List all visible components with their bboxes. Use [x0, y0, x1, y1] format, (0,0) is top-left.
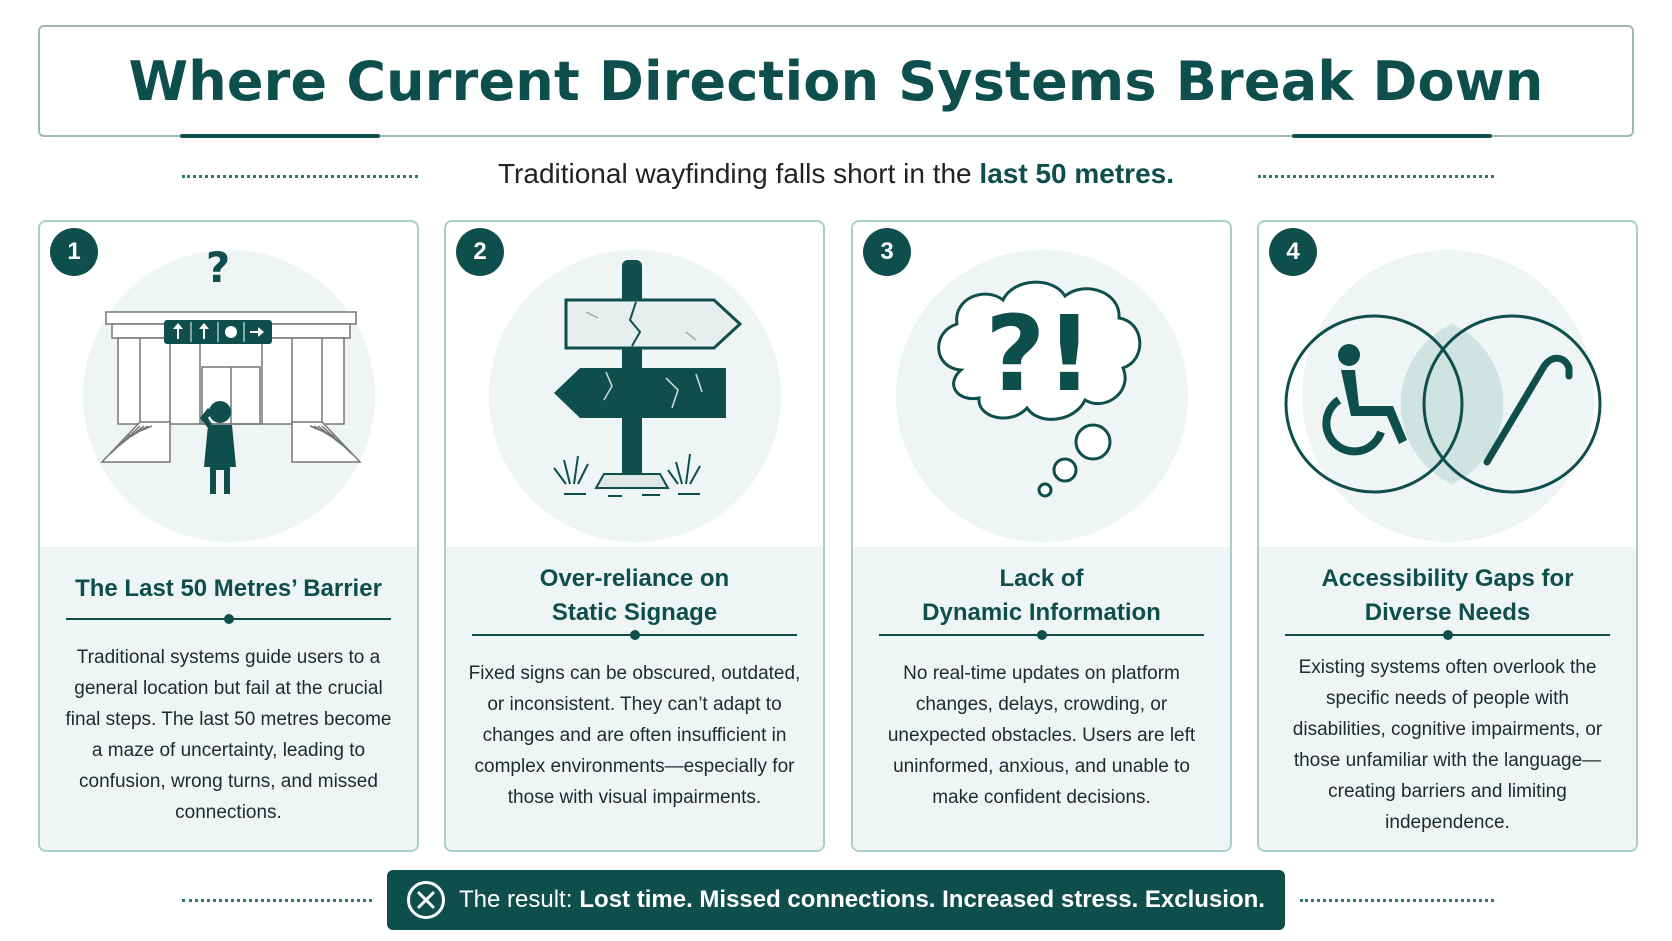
subtitle: Traditional wayfinding falls short in th… [0, 158, 1672, 190]
confused-person-station-icon: ? [100, 243, 362, 494]
card-title-line1: Over-reliance on [539, 565, 730, 592]
thought-bubble-icon: ?! [937, 280, 1142, 498]
number-badge: 2 [456, 228, 504, 276]
card-lower-panel [853, 547, 1230, 850]
dotted-divider-right [1300, 899, 1494, 902]
dotted-divider-left [182, 175, 418, 178]
subtitle-highlight: last 50 metres. [979, 158, 1174, 189]
question-mark-icon: ? [206, 243, 230, 292]
card-lower-panel [40, 547, 417, 850]
card-title-line2: Static Signage [551, 599, 718, 626]
subtitle-text: Traditional wayfinding falls short in th… [497, 158, 972, 189]
card-title-line1: Lack of [999, 565, 1084, 592]
title-accent-left [180, 134, 380, 138]
dotted-divider-left [182, 899, 372, 902]
page-title: Where Current Direction Systems Break Do… [128, 49, 1544, 113]
result-label: The result: [459, 886, 573, 913]
result-row: The result: Lost time. Missed connection… [0, 870, 1672, 930]
subtitle-row: Traditional wayfinding falls short in th… [0, 156, 1672, 196]
card-body: Existing systems often overlook the spec… [1292, 657, 1603, 833]
x-circle-icon [407, 881, 445, 919]
number-badge: 1 [50, 228, 98, 276]
cane-icon [1483, 354, 1573, 466]
card-title-line2: Diverse Needs [1364, 599, 1531, 626]
card-body: Traditional systems guide users to a gen… [65, 647, 392, 823]
card-divider [1285, 630, 1610, 640]
number-badge: 3 [863, 228, 911, 276]
card-divider [472, 630, 797, 640]
card-title: Over-reliance on Static Signage [456, 562, 813, 630]
card-static-signage: 2 Over-reliance on Static Signage Fixed s… [444, 220, 825, 852]
broken-signpost-icon [553, 260, 743, 497]
card-title-line2: Dynamic Information [922, 599, 1161, 626]
title-box: Where Current Direction Systems Break Do… [38, 25, 1634, 138]
card-lower-panel [446, 547, 823, 850]
number-badge: 4 [1269, 228, 1317, 276]
result-text: Lost time. Missed connections. Increased… [579, 886, 1265, 913]
wheelchair-icon [1338, 344, 1407, 444]
title-accent-right [1292, 134, 1492, 138]
card-title: Lack of Dynamic Information [863, 562, 1220, 630]
result-banner: The result: Lost time. Missed connection… [387, 870, 1285, 930]
dotted-divider-right [1258, 175, 1494, 178]
card-body: Fixed signs can be obscured, outdated, o… [468, 663, 801, 808]
card-title: The Last 50 Metres’ Barrier [50, 572, 407, 606]
card-divider [66, 614, 391, 624]
card-dynamic-information: ?! 3 Lack of Dynamic Information No real-… [851, 220, 1232, 852]
card-last-50-metres: ? 1 The Last 50 Metres’ Barrier Traditio… [38, 220, 419, 852]
card-title-line1: The Last 50 Metres’ Barrier [75, 575, 382, 602]
card-title-line1: Accessibility Gaps for [1321, 565, 1574, 592]
wheelchair-cane-icon [1284, 314, 1602, 494]
question-exclamation-icon: ?! [985, 293, 1093, 415]
card-divider [879, 630, 1204, 640]
card-body: No real-time updates on platform changes… [887, 663, 1196, 808]
card-lower-panel [1259, 547, 1636, 850]
